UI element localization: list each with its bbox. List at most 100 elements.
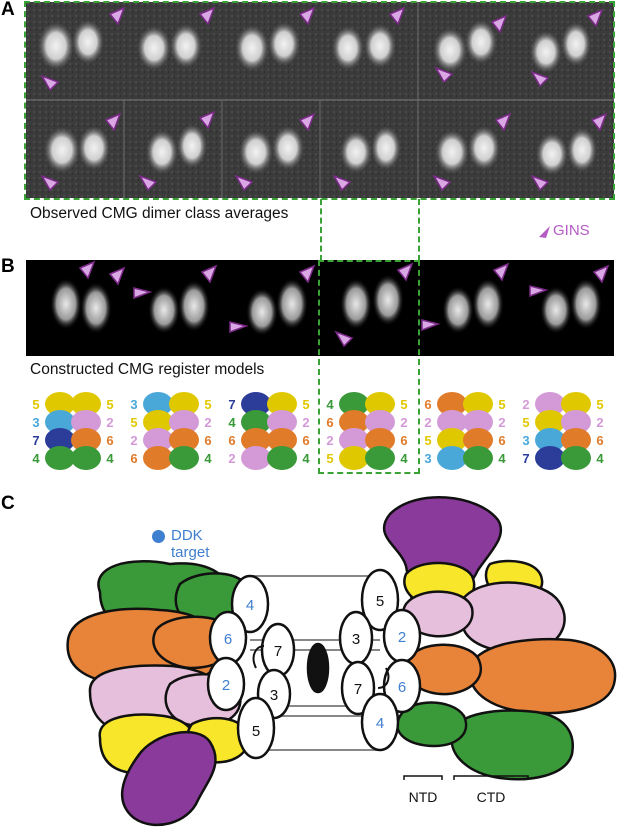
model-right-subunit [267,410,297,434]
model-right-subunit [267,428,297,452]
model-right-number: 2 [498,415,505,430]
model-right-number: 2 [302,415,309,430]
panel-c-label: C [1,493,15,514]
model-right-number: 4 [498,451,506,466]
model-left-subunit [45,428,75,452]
model-left-subunit [535,392,565,416]
model-left-subunit [143,446,173,470]
model-left-subunit [45,410,75,434]
panel-a-em-grid [26,2,614,198]
model-left-number: 5 [326,451,333,466]
ring-right-num-5: 6 [398,679,406,696]
model-right-subunit [169,392,199,416]
model-left-subunit [143,392,173,416]
ring-right-num-2: 3 [352,631,360,648]
ctd-label: CTD [477,789,506,805]
model-right-subunit [365,446,395,470]
model-left-number: 6 [424,397,431,412]
model-left-number: 7 [522,451,529,466]
ring-right-num-6: 4 [376,715,384,732]
model-left-number: 6 [228,433,235,448]
model-left-subunit [535,446,565,470]
model-right-number: 5 [596,397,603,412]
constructed-models-image [50,260,610,348]
model-right-number: 4 [596,451,604,466]
model-left-number: 3 [130,397,137,412]
model-right-number: 5 [106,397,113,412]
model-left-number: 7 [228,397,235,412]
model-left-number: 5 [424,433,431,448]
ntd-label: NTD [409,789,438,805]
model-left-subunit [241,392,271,416]
ring-left-num-4: 2 [222,677,230,694]
model-right-subunit [71,446,101,470]
model-right-number: 4 [106,451,114,466]
model-right-subunit [561,392,591,416]
ring-left-num-1: 4 [246,597,254,614]
model-right-number: 6 [302,433,309,448]
model-right-number: 5 [204,397,211,412]
model-left-subunit [437,428,467,452]
model-right-number: 6 [106,433,113,448]
model-right-number: 4 [400,451,408,466]
model-left-number: 4 [228,415,236,430]
model-right-number: 5 [400,397,407,412]
model-right-subunit [169,410,199,434]
model-right-number: 6 [596,433,603,448]
model-right-number: 6 [498,433,505,448]
panel-b-highlight-box [318,260,420,474]
left-gins-cdc45 [120,730,217,827]
model-left-number: 3 [32,415,39,430]
model-left-subunit [339,410,369,434]
em-class-averages-image [26,2,614,198]
model-right-subunit [169,446,199,470]
model-left-number: 5 [32,397,39,412]
model-right-subunit [463,428,493,452]
model-left-number: 6 [326,415,333,430]
model-right-subunit [365,392,395,416]
right-green-ctd [450,709,574,781]
model-right-subunit [463,392,493,416]
model-left-number: 2 [326,433,333,448]
model-right-subunit [463,446,493,470]
model-left-number: 3 [424,451,431,466]
panel-a-caption: Observed CMG dimer class averages [30,205,289,222]
cmg-double-hexamer-diagram: 4 6 7 2 3 5 5 3 2 7 6 4 NTD CTD [60,480,617,834]
connector-dash-right [418,199,420,261]
model-left-subunit [45,392,75,416]
gins-arrow-icon [539,226,550,238]
model-right-subunit [463,410,493,434]
model-left-subunit [535,428,565,452]
panel-a-label: A [1,0,15,20]
model-left-number: 3 [522,433,529,448]
ring-left-num-2: 6 [224,631,232,648]
model-left-subunit [437,410,467,434]
right-orange-ctd [468,637,617,715]
ring-right-num-3: 2 [398,629,406,646]
model-right-subunit [71,428,101,452]
model-left-subunit [437,446,467,470]
ring-right-num-1: 5 [376,593,384,610]
model-right-subunit [71,410,101,434]
right-green-ntd [396,701,468,748]
model-right-number: 5 [498,397,505,412]
ntd-bracket [403,775,443,780]
connector-dash-left [320,199,322,261]
model-right-subunit [561,410,591,434]
model-left-number: 4 [32,451,40,466]
model-left-subunit [143,428,173,452]
model-left-number: 4 [326,397,334,412]
ddk-dot-icon [152,530,165,543]
model-right-number: 6 [400,433,407,448]
model-left-subunit [45,446,75,470]
model-left-subunit [143,410,173,434]
ddk-legend-label: DDK target [171,527,210,561]
model-left-subunit [437,392,467,416]
model-left-subunit [339,392,369,416]
model-right-subunit [169,428,199,452]
